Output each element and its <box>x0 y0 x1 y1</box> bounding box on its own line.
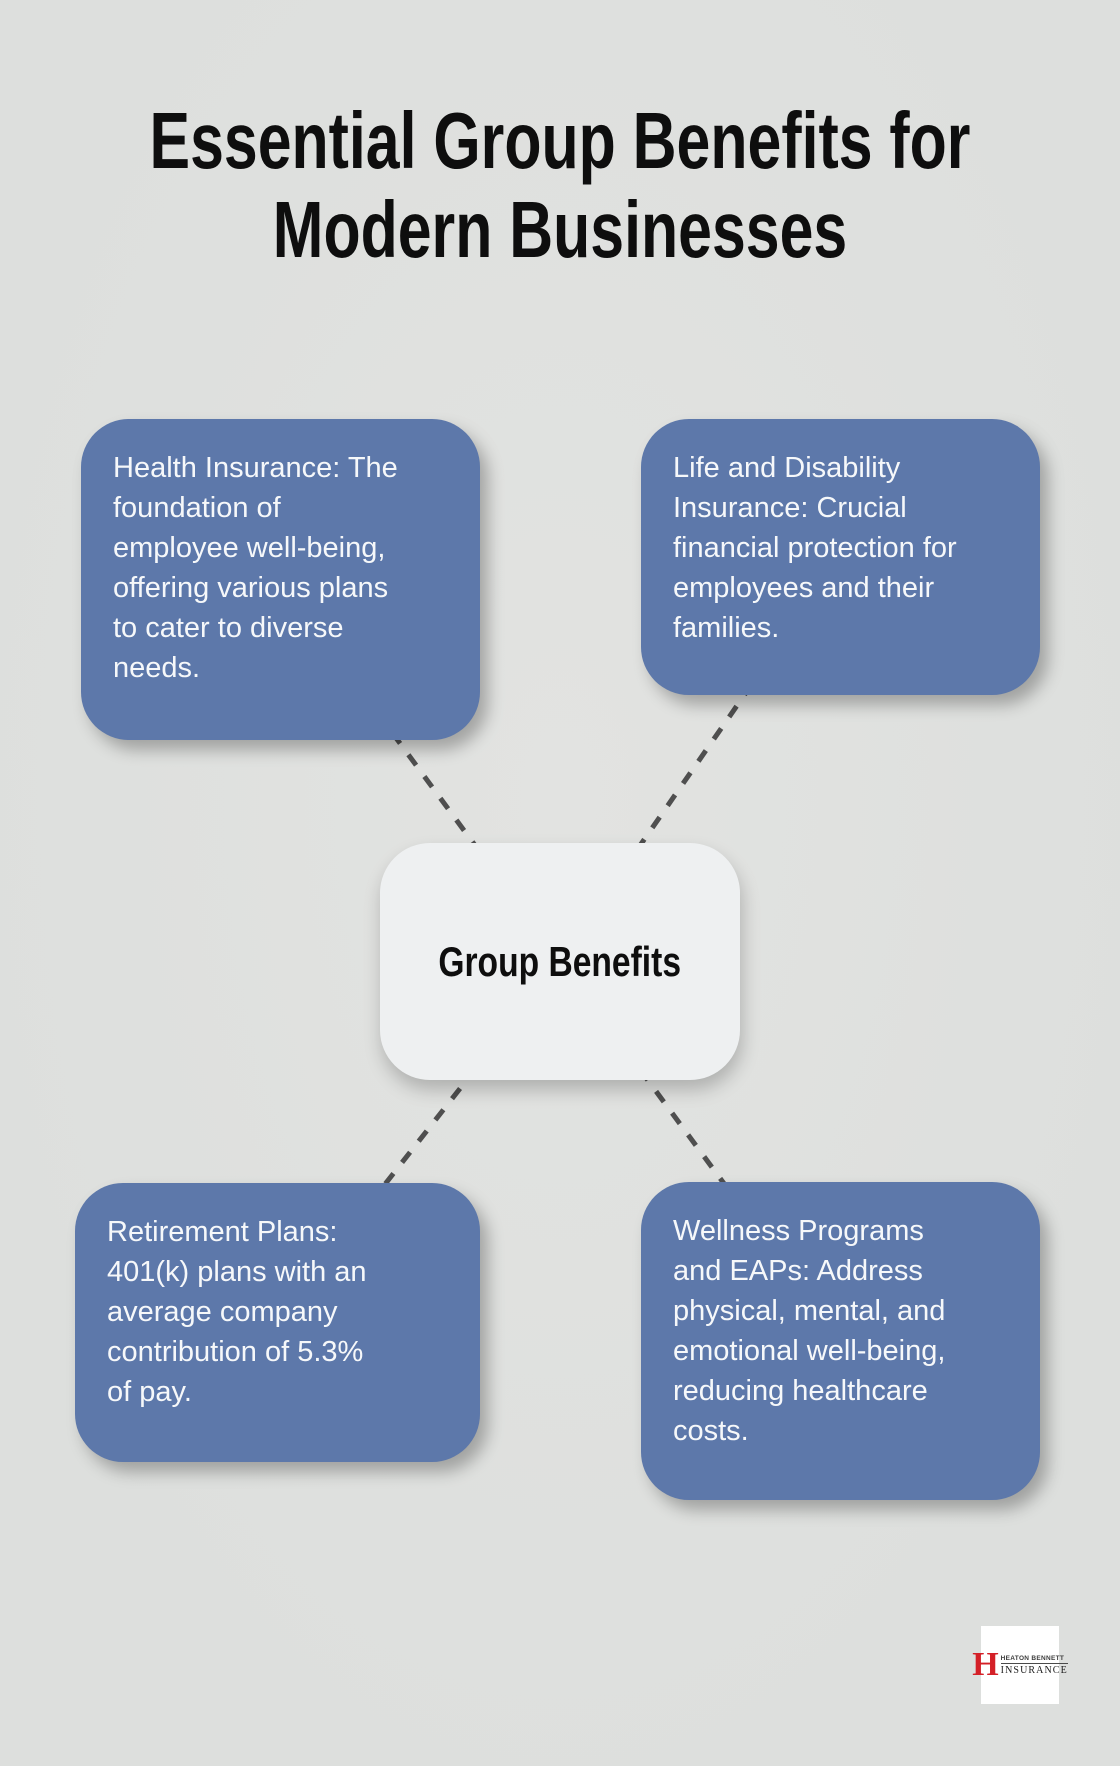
logo-text-block: HEATON BENNETT INSURANCE <box>1000 1655 1068 1676</box>
node-text-line: and EAPs: Address <box>673 1255 923 1287</box>
node-retirement-plans: Retirement Plans: 401(k) plans with an a… <box>75 1183 480 1462</box>
node-text-line: families. <box>673 612 780 644</box>
node-text-line: 401(k) plans with an <box>107 1256 367 1288</box>
node-text-line: financial protection for <box>673 532 957 564</box>
page-title: Essential Group Benefits for Modern Busi… <box>0 96 1120 274</box>
node-text-line: contribution of 5.3% <box>107 1336 364 1368</box>
node-life-disability-insurance: Life and Disability Insurance: Crucial f… <box>641 419 1040 695</box>
node-text-line: Health Insurance: The <box>113 452 398 484</box>
node-text-line: emotional well-being, <box>673 1335 946 1367</box>
page-title-line-1: Essential Group Benefits for <box>149 96 971 185</box>
center-node-group-benefits: Group Benefits <box>380 843 740 1080</box>
logo-insurance-label: INSURANCE <box>1000 1664 1068 1676</box>
node-health-insurance: Health Insurance: The foundation of empl… <box>81 419 480 740</box>
node-text-line: reducing healthcare <box>673 1375 928 1407</box>
logo-company-name: HEATON BENNETT <box>1000 1655 1068 1664</box>
node-text-line: offering various plans <box>113 572 389 604</box>
center-node-label: Group Benefits <box>438 937 682 985</box>
logo-inner: H HEATON BENNETT INSURANCE <box>972 1646 1068 1683</box>
node-text-line: needs. <box>113 652 201 684</box>
node-text-line: to cater to diverse <box>113 612 344 644</box>
node-text-line: Retirement Plans: <box>107 1216 338 1248</box>
node-text-line: Insurance: Crucial <box>673 492 907 524</box>
node-text-line: Wellness Programs <box>673 1215 924 1247</box>
page-title-line-2: Modern Businesses <box>272 185 848 274</box>
node-wellness-programs: Wellness Programs and EAPs: Address phys… <box>641 1182 1040 1500</box>
node-text-line: employees and their <box>673 572 935 604</box>
node-text-line: foundation of <box>113 492 281 524</box>
node-text-line: of pay. <box>107 1376 192 1408</box>
node-text-line: costs. <box>673 1415 749 1447</box>
node-text-line: Life and Disability <box>673 452 901 484</box>
heaton-bennett-logo: H HEATON BENNETT INSURANCE <box>972 1626 1068 1704</box>
node-text-line: average company <box>107 1296 338 1328</box>
node-text-line: physical, mental, and <box>673 1295 946 1327</box>
node-text-line: employee well-being, <box>113 532 386 564</box>
logo-h-monogram: H <box>972 1646 999 1683</box>
